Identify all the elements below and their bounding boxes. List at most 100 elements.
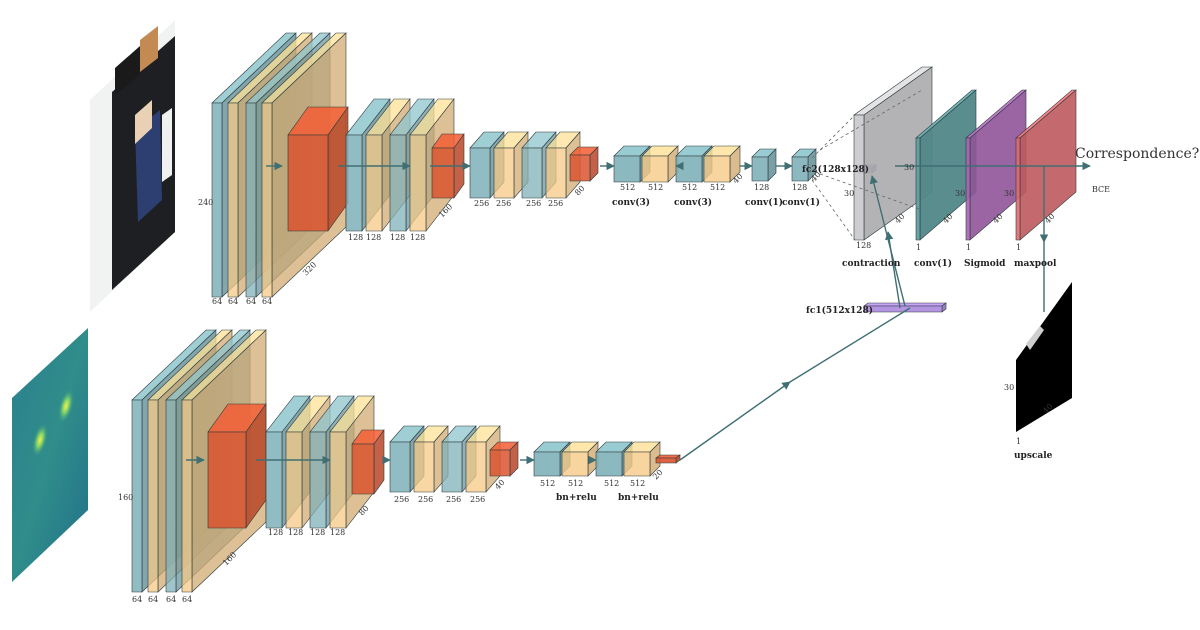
top-b2-ch2: 128 — [366, 233, 381, 242]
sigmoid-height: 30 — [955, 189, 965, 198]
top-b2-conv2-front — [389, 134, 407, 232]
bot-b3-relu2-front — [465, 441, 487, 493]
top-b3-relu2-front — [545, 147, 567, 199]
bot-b3-relu1-front — [413, 441, 435, 493]
fc1-bar-front — [863, 305, 943, 313]
top-c3b-ch1: 512 — [682, 183, 697, 192]
top-b3-conv1-front — [469, 147, 491, 199]
bot-bra-caption: bn+relu — [556, 493, 597, 503]
top-b1-ch3: 64 — [246, 297, 256, 306]
top-b2-conv1-front — [345, 134, 363, 232]
top-c3b-relu-front — [703, 155, 731, 183]
top-b3-conv2-front — [521, 147, 543, 199]
labels: 240 64 64 64 64 320 128 128 128 128 160 … — [118, 146, 1199, 604]
bot-b2-conv1-front — [265, 431, 283, 529]
sigmoid-depth: 1 — [966, 243, 971, 252]
contraction-height: 30 — [844, 189, 854, 198]
bot-b3-ch1: 256 — [394, 495, 409, 504]
fc1-label: fc1(512x128) — [806, 305, 873, 316]
bot-b2-conv2-front — [309, 431, 327, 529]
top-b3-ch2: 256 — [496, 199, 511, 208]
arrow-fc1 — [789, 307, 911, 383]
top-c3a-conv-front — [613, 155, 641, 183]
maxpool-caption: maxpool — [1014, 259, 1057, 269]
upscale-image — [1016, 282, 1072, 432]
bot-bra-relu-front — [561, 451, 589, 477]
contraction-depth: 128 — [856, 241, 871, 250]
maxpool-depth: 1 — [1016, 243, 1021, 252]
top-b1-conv1-front — [211, 102, 223, 298]
maxpool-height: 30 — [1004, 189, 1014, 198]
top-b3-ch1: 256 — [474, 199, 489, 208]
bot-b2-ch1: 128 — [268, 528, 283, 537]
bot-b2-pool-front — [351, 443, 375, 495]
bot-b2-ch4: 128 — [330, 528, 345, 537]
top-b1-conv2-front — [245, 102, 257, 298]
bot-b3-ch2: 256 — [418, 495, 433, 504]
contraction-caption: contraction — [842, 259, 901, 269]
bot-bra-ch2: 512 — [568, 479, 583, 488]
top-b1-ch4: 64 — [262, 297, 272, 306]
bot-b3-conv1-front — [389, 441, 411, 493]
conv1-head-height: 30 — [904, 163, 914, 172]
bot-bra-conv-front — [533, 451, 561, 477]
bot-b1-relu1-front — [147, 399, 159, 593]
output-label: Correspondence? — [1075, 146, 1199, 162]
top-b1-relu2-front — [261, 102, 273, 298]
top-c1a-ch: 128 — [754, 183, 769, 192]
top-b2-relu2-front — [409, 134, 427, 232]
bot-brb-ch2: 512 — [630, 479, 645, 488]
conv1-head-depth: 1 — [916, 243, 921, 252]
arrow-bot-6 — [679, 381, 791, 461]
bot-b1-conv2-front — [165, 399, 177, 593]
bot-brb-relu-front — [623, 451, 651, 477]
bot-b3-pool-front — [489, 449, 511, 477]
top-b2-relu1-front — [365, 134, 383, 232]
bot-b3-ch3: 256 — [446, 495, 461, 504]
bot-b1-ch4: 64 — [182, 595, 192, 604]
head-sigmoid-front — [965, 137, 971, 241]
top-c3a-ch1: 512 — [620, 183, 635, 192]
bot-b1-pool-front — [207, 431, 247, 529]
bot-b1-ch2: 64 — [148, 595, 158, 604]
bot-b2-relu2-front — [329, 431, 347, 529]
top-b3-relu1-front — [493, 147, 515, 199]
bot-b2-ch2: 128 — [288, 528, 303, 537]
bot-height-label: 160 — [118, 493, 133, 502]
input-photo — [90, 20, 175, 312]
top-b3-pool-front — [569, 154, 591, 182]
top-c1b-conv-front — [791, 156, 809, 182]
top-c3a-relu-front — [641, 155, 669, 183]
top-c3a-caption: conv(3) — [612, 197, 650, 208]
bot-bra-ch1: 512 — [540, 479, 555, 488]
top-c1a-conv-front — [751, 156, 769, 182]
bot-b3-conv2-front — [441, 441, 463, 493]
top-c3a-ch2: 512 — [648, 183, 663, 192]
conv1-head-caption: conv(1) — [914, 258, 952, 269]
upscale-depth: 1 — [1016, 437, 1021, 446]
bot-b1-ch3: 64 — [166, 595, 176, 604]
top-b2-ch1: 128 — [348, 233, 363, 242]
top-c3b-ch2: 512 — [710, 183, 725, 192]
sigmoid-caption: Sigmoid — [964, 259, 1006, 269]
top-b3-ch4: 256 — [548, 199, 563, 208]
bot-b2-ch3: 128 — [310, 528, 325, 537]
top-b1-relu1-front — [227, 102, 239, 298]
top-height-label: 240 — [198, 198, 213, 207]
top-b2-ch4: 128 — [410, 233, 425, 242]
top-b3-ch3: 256 — [526, 199, 541, 208]
arrow-fc1-up — [869, 175, 906, 307]
top-c3b-conv-front — [675, 155, 703, 183]
fc2-label: fc2(128x128) — [802, 164, 869, 175]
top-b1-ch2: 64 — [228, 297, 238, 306]
top-b1-ch1: 64 — [212, 297, 222, 306]
top-c1b-caption: conv(1) — [782, 197, 820, 208]
upscale-caption: upscale — [1014, 451, 1053, 461]
bot-brb-caption: bn+relu — [618, 493, 659, 503]
bot-b1-relu2-front — [181, 399, 193, 593]
bot-b3-ch4: 256 — [470, 495, 485, 504]
loss-label: BCE — [1092, 185, 1110, 194]
layers — [131, 32, 1077, 593]
head-maxpool-front — [1015, 137, 1021, 241]
